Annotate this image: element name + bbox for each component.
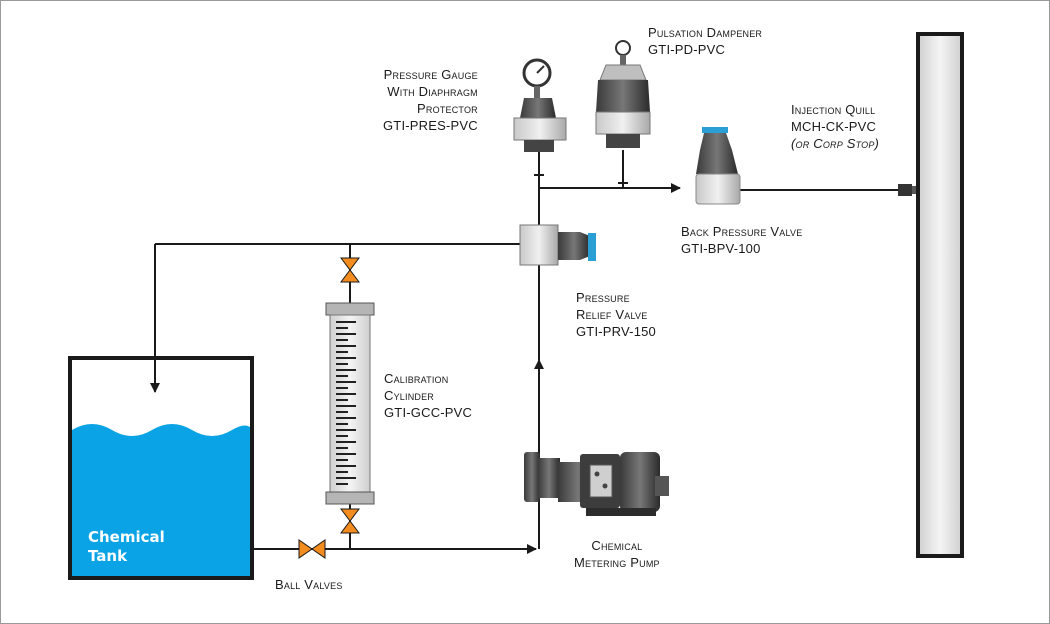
- pulsation-dampener-line-1: Pulsation Dampener: [648, 25, 763, 40]
- calibration-cylinder-label: Calibration Cylinder GTI-GCC-PVC: [384, 370, 472, 421]
- pulsation-dampener-label: Pulsation Dampener GTI-PD-PVC: [648, 24, 762, 58]
- pressure-relief-valve-line-1: Pressure: [576, 290, 630, 305]
- main-water-pipe: [916, 32, 964, 558]
- metering-pump-line-2: Metering Pump: [574, 555, 660, 570]
- injection-quill-label: Injection Quill MCH-CK-PVC (or Corp Stop…: [791, 101, 879, 152]
- pressure-gauge-line-1: Pressure Gauge: [383, 67, 478, 82]
- tank-icon: [68, 356, 254, 580]
- calibration-cylinder-line-1: Calibration: [384, 371, 449, 386]
- injection-quill-line-1: Injection Quill: [791, 102, 876, 117]
- back-pressure-valve-line-2: GTI-BPV-100: [681, 241, 761, 256]
- pressure-gauge-line-2: With Diaphragm: [387, 84, 478, 99]
- back-pressure-valve-label: Back Pressure Valve GTI-BPV-100: [681, 223, 802, 257]
- injection-quill-line-3: (or Corp Stop): [791, 136, 880, 151]
- pressure-relief-valve-line-3: GTI-PRV-150: [576, 324, 656, 339]
- gauge-icon: [513, 58, 567, 152]
- chemical-tank-label: Chemical Tank: [88, 528, 165, 566]
- dampener-icon: [595, 40, 651, 148]
- pressure-relief-valve-line-2: Relief Valve: [576, 307, 648, 322]
- chemical-tank-line-2: Tank: [88, 547, 128, 565]
- back-pressure-valve-icon: [695, 127, 741, 205]
- ball-valves-label: Ball Valves: [275, 576, 343, 593]
- ball-valves-text: Ball Valves: [275, 577, 343, 592]
- pressure-gauge-line-4: GTI-PRES-PVC: [383, 118, 478, 133]
- metering-pump-line-1: Chemical: [591, 538, 643, 553]
- metering-pump-label: Chemical Metering Pump: [574, 537, 660, 571]
- chemical-tank-line-1: Chemical: [88, 528, 165, 546]
- pressure-relief-valve-label: Pressure Relief Valve GTI-PRV-150: [576, 289, 656, 340]
- calibration-cylinder: [325, 302, 375, 505]
- pressure-gauge-label: Pressure Gauge With Diaphragm Protector …: [383, 66, 478, 134]
- pressure-gauge-line-3: Protector: [417, 101, 478, 116]
- pump-icon: [524, 452, 669, 516]
- pulsation-dampener-line-2: GTI-PD-PVC: [648, 42, 726, 57]
- calibration-cylinder-line-3: GTI-GCC-PVC: [384, 405, 473, 420]
- calibration-cylinder-line-2: Cylinder: [384, 388, 434, 403]
- pressure-relief-valve-icon: [519, 224, 596, 266]
- injection-quill-line-2: MCH-CK-PVC: [791, 119, 877, 134]
- ball-valve-icon: [298, 257, 360, 559]
- back-pressure-valve-line-1: Back Pressure Valve: [681, 224, 803, 239]
